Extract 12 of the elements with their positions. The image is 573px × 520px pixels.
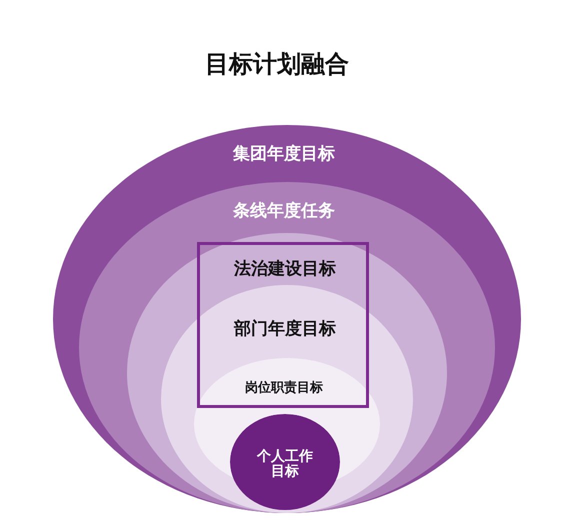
title: 目标计划融合 — [205, 51, 349, 79]
ellipse-layer — [161, 285, 413, 513]
layer-label: 集团年度目标 — [233, 145, 335, 165]
circle — [230, 414, 340, 510]
ellipse-layer — [53, 125, 521, 513]
ellipse-layer — [79, 182, 495, 513]
ellipse-layer — [127, 233, 447, 513]
circle-label: 个人工作目标 — [256, 450, 314, 480]
layer-label: 岗位职责目标 — [245, 382, 323, 396]
layer-label: 法治建设目标 — [234, 260, 336, 280]
layer-label: 部门年度目标 — [234, 320, 336, 340]
layer-label: 条线年度任务 — [233, 202, 335, 222]
